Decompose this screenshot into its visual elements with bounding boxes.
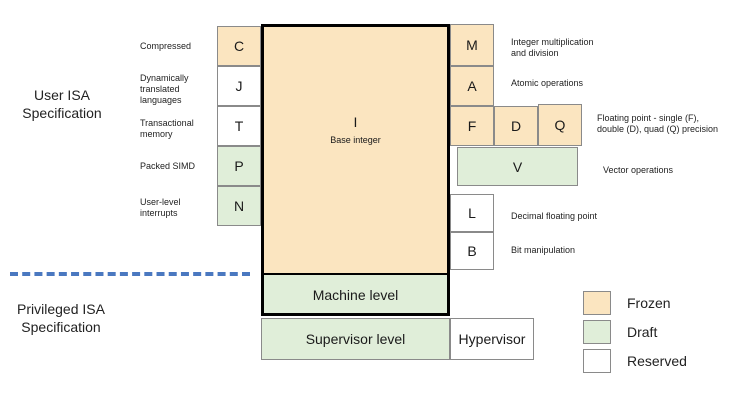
legend-draft-label: Draft xyxy=(627,324,658,340)
ext-f-box: F xyxy=(450,106,494,146)
user-privileged-divider xyxy=(10,272,250,276)
base-integer-fill xyxy=(261,24,450,274)
hypervisor-box: Hypervisor xyxy=(450,318,534,360)
ext-l-box: L xyxy=(450,194,494,232)
machine-level-separator xyxy=(261,273,450,275)
label-compressed: Compressed xyxy=(140,41,192,51)
label-bit-manipulation: Bit manipulation xyxy=(511,245,576,255)
legend-frozen-label: Frozen xyxy=(627,295,671,311)
ext-d-box: D xyxy=(494,106,538,146)
ext-p-box: P xyxy=(217,146,261,186)
legend-draft-swatch xyxy=(583,320,611,344)
user-isa-heading: User ISA Specification xyxy=(22,87,102,121)
label-user-interrupts: User-level interrupts xyxy=(140,197,181,218)
label-dynamic-translation: Dynamically translated languages xyxy=(140,73,189,105)
label-int-mul-div: Integer multiplication and division xyxy=(511,37,594,58)
ext-a-box: A xyxy=(450,66,494,106)
machine-level-box: Machine level xyxy=(261,274,450,316)
legend-reserved-label: Reserved xyxy=(627,353,687,369)
ext-c-box: C xyxy=(217,26,261,66)
base-integer-outline xyxy=(261,24,450,316)
ext-n-box: N xyxy=(217,186,261,226)
label-vector: Vector operations xyxy=(603,165,674,175)
base-integer-letter: I xyxy=(353,114,358,130)
supervisor-level-box: Supervisor level xyxy=(261,318,450,360)
ext-v-box: V xyxy=(457,147,578,186)
ext-q-box: Q xyxy=(538,104,582,146)
base-integer-label: Base integer xyxy=(330,135,381,145)
label-packed-simd: Packed SIMD xyxy=(140,161,196,171)
ext-j-box: J xyxy=(217,66,261,106)
label-transactional-memory: Transactional memory xyxy=(140,118,194,139)
ext-b-box: B xyxy=(450,232,494,270)
legend-frozen-swatch xyxy=(583,291,611,315)
legend-reserved-swatch xyxy=(583,349,611,373)
ext-m-box: M xyxy=(450,24,494,66)
label-floating-point: Floating point - single (F), double (D),… xyxy=(597,113,719,134)
label-decimal-fp: Decimal floating point xyxy=(511,211,598,221)
label-atomic: Atomic operations xyxy=(511,78,584,88)
privileged-isa-heading: Privileged ISA Specification xyxy=(17,301,105,335)
ext-t-box: T xyxy=(217,106,261,146)
